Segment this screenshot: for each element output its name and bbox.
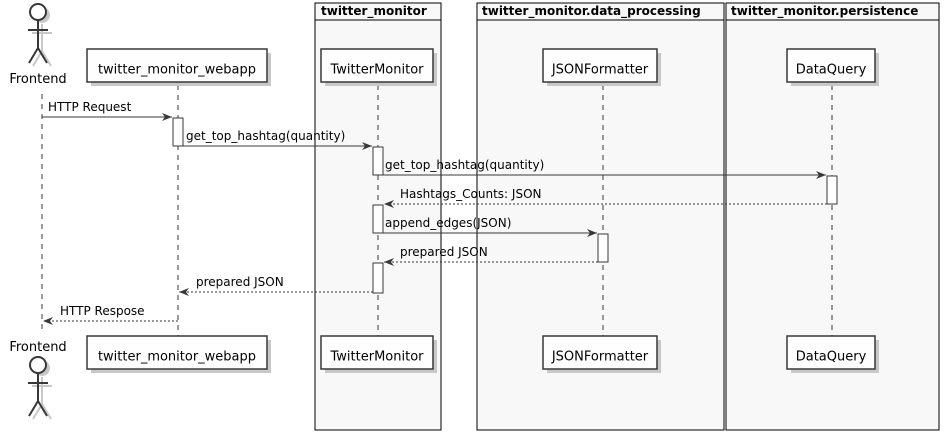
participant-twittermonitor-top: TwitterMonitor bbox=[320, 48, 437, 86]
participant-webapp-bottom: twitter_monitor_webapp bbox=[86, 335, 271, 373]
message-label-8: HTTP Respose bbox=[60, 304, 145, 318]
message-label-1: HTTP Request bbox=[48, 100, 132, 114]
group-title-twitter-monitor: twitter_monitor bbox=[321, 4, 427, 19]
message-label-3: get_top_hashtag(quantity) bbox=[385, 158, 544, 172]
activation-twittermonitor-1 bbox=[372, 146, 384, 176]
participant-dataquery-bottom: DataQuery bbox=[786, 335, 879, 373]
messages: HTTP Request get_top_hashtag(quantity) g… bbox=[42, 100, 827, 325]
activation-twittermonitor-2 bbox=[372, 204, 384, 234]
actor-icon bbox=[28, 356, 48, 417]
participant-webapp-top: twitter_monitor_webapp bbox=[86, 48, 271, 86]
participant-label: JSONFormatter bbox=[551, 63, 649, 78]
actor-frontend-bottom: Frontend bbox=[9, 340, 67, 420]
participant-label: twitter_monitor_webapp bbox=[98, 350, 256, 365]
activation-jsonformatter bbox=[597, 233, 609, 263]
participant-label: JSONFormatter bbox=[551, 350, 649, 365]
actor-label-top: Frontend bbox=[9, 72, 66, 87]
participant-label: TwitterMonitor bbox=[330, 350, 425, 365]
actor-icon bbox=[28, 3, 48, 64]
message-label-7: prepared JSON bbox=[196, 275, 284, 289]
activation-webapp bbox=[172, 117, 184, 147]
participant-label: DataQuery bbox=[796, 63, 867, 78]
participant-jsonformatter-top: JSONFormatter bbox=[542, 48, 661, 86]
message-label-2: get_top_hashtag(quantity) bbox=[186, 129, 345, 143]
actor-label-bottom: Frontend bbox=[9, 340, 66, 355]
participant-label: DataQuery bbox=[796, 350, 867, 365]
activation-twittermonitor-3 bbox=[372, 262, 384, 294]
message-label-6: prepared JSON bbox=[400, 245, 488, 259]
participant-jsonformatter-bottom: JSONFormatter bbox=[542, 335, 661, 373]
activations bbox=[172, 117, 838, 294]
participant-label: twitter_monitor_webapp bbox=[98, 63, 256, 78]
message-label-4: Hashtags_Counts: JSON bbox=[400, 187, 542, 201]
actor-frontend-top: Frontend bbox=[9, 3, 67, 87]
message-label-5: append_edges(JSON) bbox=[385, 216, 511, 230]
participant-label: TwitterMonitor bbox=[330, 63, 425, 78]
group-title-data-processing: twitter_monitor.data_processing bbox=[482, 4, 701, 19]
participant-twittermonitor-bottom: TwitterMonitor bbox=[320, 335, 437, 373]
group-title-persistence: twitter_monitor.persistence bbox=[731, 4, 918, 19]
activation-dataquery bbox=[826, 175, 838, 205]
participant-dataquery-top: DataQuery bbox=[786, 48, 879, 86]
